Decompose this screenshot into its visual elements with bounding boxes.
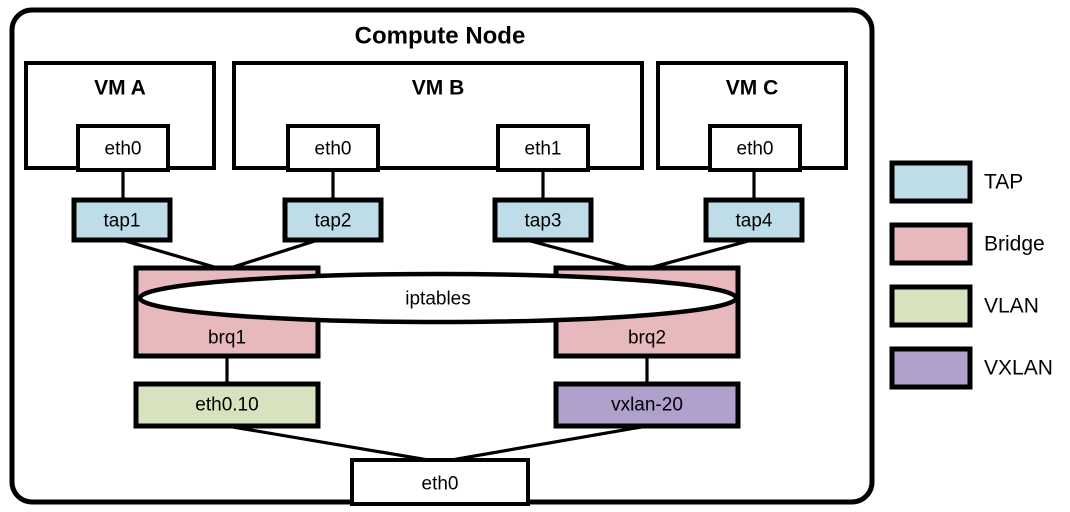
bridge-label-brq1: brq1 (208, 328, 246, 349)
vm-label-vm-a: VM A (94, 77, 146, 100)
legend-label-vxlan: VXLAN (984, 357, 1053, 380)
legend-swatch-vlan (889, 284, 973, 328)
vm-port-label-2: eth1 (525, 139, 562, 160)
iptables-ellipse (137, 271, 739, 325)
vm-port-label-3: eth0 (737, 139, 774, 160)
tap-label-tap2: tap2 (315, 211, 352, 232)
tap-label-tap4: tap4 (736, 211, 773, 232)
legend-label-bridge: Bridge (984, 233, 1045, 256)
vm-port-label-0: eth0 (105, 139, 142, 160)
legend-swatch-bridge (889, 222, 973, 266)
physical-nic-box (350, 458, 530, 506)
uplink-label-eth0.10: eth0.10 (195, 395, 258, 416)
edge-eth010-to-nic (226, 424, 441, 464)
tap-label-tap1: tap1 (104, 211, 141, 232)
vm-port-box-3 (708, 124, 802, 172)
edge-vxlan20-to-nic (439, 424, 648, 464)
tap-box-tap1 (71, 197, 173, 243)
legend-label-tap: TAP (984, 171, 1023, 194)
vm-label-vm-c: VM C (726, 77, 779, 100)
tap-label-tap3: tap3 (525, 211, 562, 232)
bridge-label-brq2: brq2 (628, 328, 666, 349)
physical-nic-label: eth0 (422, 474, 459, 495)
tap-box-tap3 (492, 197, 594, 243)
iptables-label: iptables (405, 289, 471, 310)
vm-port-label-1: eth0 (315, 139, 352, 160)
legend-swatch-tap (889, 160, 973, 204)
compute-node-title: Compute Node (355, 23, 526, 50)
legend-swatch-vxlan (889, 346, 973, 390)
uplink-label-vxlan-20: vxlan-20 (611, 395, 683, 416)
tap-box-tap2 (282, 197, 384, 243)
vm-label-vm-b: VM B (412, 77, 465, 100)
tap-box-tap4 (703, 197, 805, 243)
uplink-box-eth0.10 (133, 381, 321, 429)
legend-label-vlan: VLAN (984, 295, 1039, 318)
